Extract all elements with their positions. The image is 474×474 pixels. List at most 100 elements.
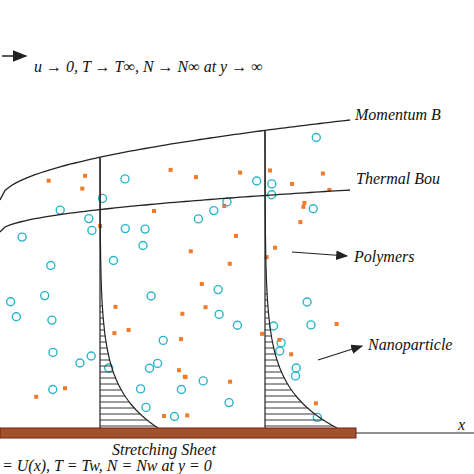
- nanoparticle-dot: [47, 179, 51, 183]
- profile-hatch: [265, 426, 333, 427]
- nanoparticle-dot: [228, 380, 232, 384]
- profile-hatch: [265, 390, 291, 391]
- polymer-circle: [49, 386, 57, 394]
- polymer-circle: [88, 226, 96, 234]
- nanoparticle-dot: [114, 305, 118, 309]
- polymer-circle: [87, 352, 95, 360]
- nanoparticle-dot: [63, 386, 67, 390]
- polymer-circle: [154, 359, 162, 367]
- nanoparticle-dot: [234, 234, 238, 238]
- profile-hatch: [100, 330, 104, 331]
- polymer-circle: [309, 205, 317, 213]
- nanoparticle-dot: [200, 282, 204, 286]
- polymer-circle: [214, 286, 222, 294]
- profile-hatch: [265, 306, 268, 307]
- polymer-circle: [276, 347, 284, 355]
- polymer-circle: [233, 321, 241, 329]
- polymer-circle: [312, 134, 320, 142]
- profile-hatch: [265, 354, 275, 355]
- velocity-profiles: [100, 130, 337, 428]
- polymer-circle: [141, 225, 149, 233]
- profile-hatch: [100, 414, 140, 415]
- profile-hatch: [265, 300, 267, 301]
- polymer-circle: [303, 298, 311, 306]
- profile-hatch: [265, 360, 277, 361]
- profile-hatch: [100, 402, 129, 403]
- polymer-circle: [171, 413, 179, 421]
- stretching-sheet: [0, 428, 356, 438]
- nanoparticle-dot: [204, 305, 208, 309]
- polymer-circle: [159, 336, 167, 344]
- polymer-circle: [199, 377, 207, 385]
- profile-hatch: [265, 414, 315, 415]
- polymer-circle: [210, 207, 218, 215]
- profile-hatch: [265, 294, 267, 295]
- nanoparticle-dot: [301, 205, 305, 209]
- profile-hatch: [100, 348, 107, 349]
- polymers-label: Polymers: [354, 248, 414, 266]
- axis-label: x: [458, 416, 465, 434]
- nanoparticle-dot: [289, 352, 293, 356]
- polymer-circle: [268, 180, 276, 188]
- polymer-circle: [215, 310, 223, 318]
- profile-hatch: [265, 402, 301, 403]
- nanoparticle-dot: [298, 220, 302, 224]
- free-stream-arrow: [2, 55, 26, 57]
- nanoparticle-dot: [189, 249, 193, 253]
- polymer-circle: [7, 298, 15, 306]
- profile-hatch: [265, 318, 269, 319]
- profile-hatch: [265, 378, 284, 379]
- thermal-label: Thermal Bou: [356, 170, 440, 188]
- nanoparticle-dot: [238, 171, 242, 175]
- nanoparticle-dot: [194, 175, 198, 179]
- momentum-label: Momentum B: [355, 106, 441, 124]
- nanoparticle-dot: [277, 338, 281, 342]
- profile-hatch: [100, 420, 147, 421]
- profile-hatch: [265, 396, 296, 397]
- nanoparticle-dot: [183, 375, 187, 379]
- polymer-circle: [76, 359, 84, 367]
- profile-hatch: [100, 318, 103, 319]
- polymer-circle: [146, 364, 154, 372]
- polymer-circle: [177, 386, 185, 394]
- profile-hatch: [100, 366, 111, 367]
- profile-hatch: [265, 348, 274, 349]
- polymer-circle: [142, 403, 150, 411]
- polymer-circle: [18, 233, 26, 241]
- particles: [7, 134, 339, 422]
- profile-hatch: [100, 378, 116, 379]
- polymer-circle: [137, 385, 145, 393]
- far-field-condition: u → 0, T → T∞, N → N∞ at y → ∞: [34, 58, 263, 76]
- polymer-circle: [56, 206, 64, 214]
- profile-hatch: [100, 312, 103, 313]
- thermal-boundary-line: [0, 190, 350, 232]
- nanoparticle-dot: [260, 332, 264, 336]
- profile-curve: [100, 158, 158, 428]
- profile-hatch: [100, 372, 113, 373]
- nanoparticle-dot: [112, 331, 116, 335]
- nanoparticle-dot: [152, 209, 156, 213]
- nanoparticle-dot: [302, 201, 306, 205]
- profile-hatch: [100, 384, 118, 385]
- nanoparticle-dot: [314, 401, 318, 405]
- nanoparticle-dot: [321, 172, 325, 176]
- nanoparticle-dot: [80, 187, 84, 191]
- nanoparticle-dot: [127, 328, 131, 332]
- profile-hatch: [100, 306, 102, 307]
- polymer-circle: [292, 372, 300, 380]
- profile-hatch: [100, 324, 104, 325]
- polymer-circle: [139, 242, 147, 250]
- profile-hatch: [100, 390, 121, 391]
- polymer-circle: [47, 262, 55, 270]
- momentum-boundary-line: [0, 120, 350, 200]
- nanoparticle-dot: [184, 375, 188, 379]
- profile-hatch: [265, 384, 288, 385]
- polymer-circle: [253, 177, 261, 185]
- nanoparticle-label: Nanoparticle: [368, 336, 452, 354]
- profile-hatch: [265, 420, 323, 421]
- profile-hatch: [265, 324, 270, 325]
- profile-hatch: [100, 342, 106, 343]
- nanoparticle-dot: [177, 368, 181, 372]
- profile-hatch: [265, 330, 270, 331]
